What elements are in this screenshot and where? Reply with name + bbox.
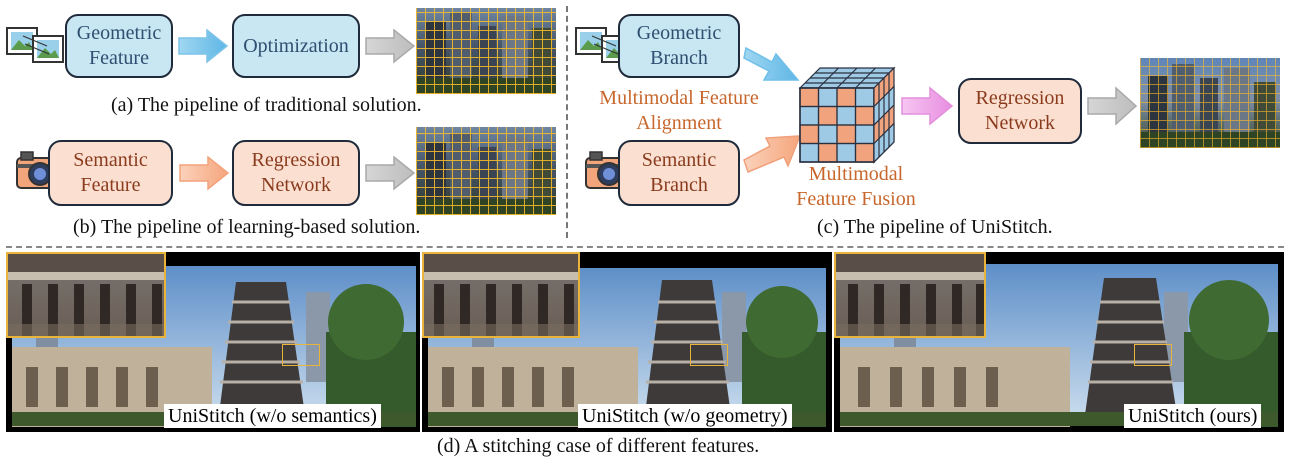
semantic-branch-box: Semantic Branch <box>618 140 740 206</box>
caption-b: (b) The pipeline of learning-based solut… <box>73 216 421 238</box>
arrow-icon <box>1087 86 1138 126</box>
zoom-inset <box>6 252 166 338</box>
caption-d: (d) A stitching case of different featur… <box>437 435 760 457</box>
geometric-branch-box: Geometric Branch <box>618 14 740 78</box>
zoom-region <box>690 344 728 366</box>
optimization-box: Optimization <box>232 14 360 78</box>
zoom-inset <box>422 252 580 338</box>
geometric-feature-box: Geometric Feature <box>65 14 173 78</box>
regression-network-box-c: Regression Network <box>958 78 1082 144</box>
caption-c: (c) The pipeline of UniStitch. <box>817 216 1053 238</box>
horizontal-divider <box>6 246 1284 248</box>
arrow-icon <box>178 28 229 64</box>
image-stack-icon <box>6 27 64 63</box>
zoom-region <box>282 344 320 366</box>
arrow-icon <box>901 86 954 126</box>
caption-a: (a) The pipeline of traditional solution… <box>111 94 422 116</box>
regression-network-box-b: Regression Network <box>232 140 360 206</box>
arrow-icon <box>179 155 230 191</box>
result-image-c <box>1140 58 1280 148</box>
stitched-image-3: UniStitch (ours) <box>834 252 1284 432</box>
image-stack-icon <box>575 27 633 63</box>
multimodal-alignment-label: Multimodal Feature Alignment <box>599 87 759 134</box>
multimodal-fusion-label: Multimodal Feature Fusion <box>796 163 916 210</box>
arrow-icon <box>743 135 802 174</box>
zoom-inset <box>834 252 986 338</box>
arrow-icon <box>365 155 416 191</box>
arrow-icon <box>743 46 800 81</box>
stitch-label-1: UniStitch (w/o semantics) <box>164 404 381 428</box>
stitched-image-1: UniStitch (w/o semantics) <box>6 252 420 432</box>
vertical-divider <box>566 6 568 238</box>
result-image-a <box>416 8 556 94</box>
stitch-label-2: UniStitch (w/o geometry) <box>578 404 792 428</box>
semantic-feature-box: Semantic Feature <box>48 140 173 206</box>
zoom-region <box>1134 344 1172 366</box>
stitched-image-2: UniStitch (w/o geometry) <box>422 252 832 432</box>
feature-cube-icon <box>798 66 896 164</box>
result-image-b <box>416 127 556 215</box>
stitch-label-3: UniStitch (ours) <box>1124 404 1262 428</box>
arrow-icon <box>365 28 416 64</box>
